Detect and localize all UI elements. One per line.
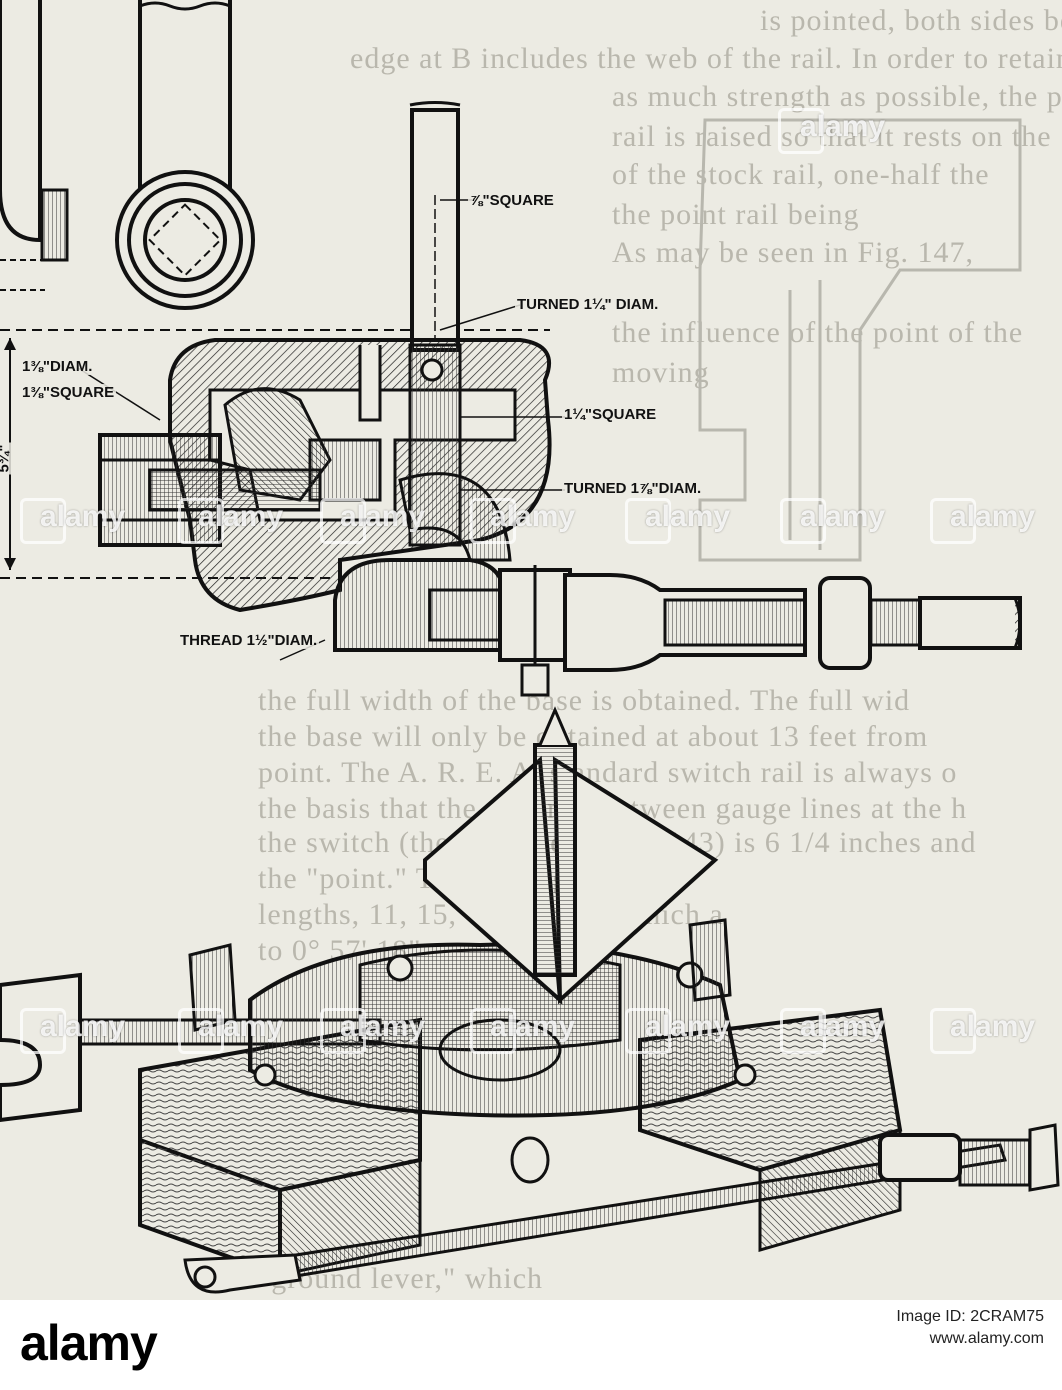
watermark-logo: alamy xyxy=(490,500,575,534)
site-url: www.alamy.com xyxy=(896,1328,1044,1350)
watermark-logo: alamy xyxy=(950,500,1035,534)
switch-stand-perspective xyxy=(0,710,1058,1292)
label-diam-1-3-8: 1⅜"DIAM. xyxy=(20,358,94,375)
spindle xyxy=(410,103,460,351)
watermark-logo: alamy xyxy=(40,500,125,534)
watermark-logo: alamy xyxy=(340,500,425,534)
watermark-logo: alamy xyxy=(950,1010,1035,1044)
watermark-logo: alamy xyxy=(40,1010,125,1044)
image-id: Image ID: 2CRAM75 xyxy=(896,1306,1044,1328)
scanned-page: is pointed, both sides being trimmed dow… xyxy=(0,0,1062,1300)
watermark-logo: alamy xyxy=(800,110,885,144)
watermark-logo: alamy xyxy=(800,500,885,534)
label-square-1-3-8: 1⅜"SQUARE xyxy=(20,384,116,401)
watermark-logo: alamy xyxy=(490,1010,575,1044)
side-view-lever xyxy=(0,0,67,290)
image-id-block: Image ID: 2CRAM75 www.alamy.com xyxy=(896,1306,1044,1350)
watermark-logo: alamy xyxy=(645,1010,730,1044)
label-square-top: ⅞"SQUARE xyxy=(468,192,556,209)
label-turned-1-7-8: TURNED 1⅞"DIAM. xyxy=(562,480,703,497)
label-thread-1-1-2: THREAD 1½"DIAM. xyxy=(178,632,319,649)
rail-cross-section-faint xyxy=(700,120,1020,560)
watermark-logo: alamy xyxy=(198,500,283,534)
watermark-logo: alamy xyxy=(198,1010,283,1044)
stock-footer: alamy Image ID: 2CRAM75 www.alamy.com xyxy=(0,1300,1062,1390)
watermark-logo: alamy xyxy=(340,1010,425,1044)
label-height-5-3-4: 5¾" xyxy=(0,443,12,475)
threaded-connecting-rod xyxy=(430,565,1020,695)
watermark-logo: alamy xyxy=(645,500,730,534)
label-square-1-1-4: 1¼"SQUARE xyxy=(562,406,658,423)
label-turned-1-1-4: TURNED 1¼" DIAM. xyxy=(515,296,660,313)
end-view-eye xyxy=(117,0,253,308)
watermark-logo: alamy xyxy=(800,1010,885,1044)
footer-logo: alamy xyxy=(20,1314,157,1372)
